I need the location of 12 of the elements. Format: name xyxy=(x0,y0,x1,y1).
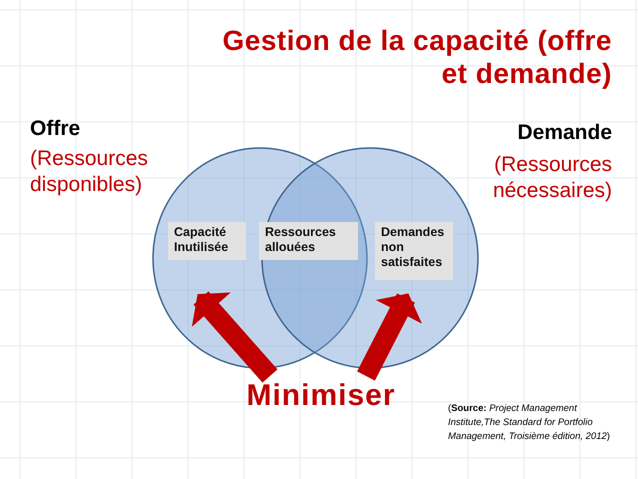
set-heading: Offre xyxy=(30,116,80,142)
action-label: Minimiser xyxy=(236,376,406,416)
set-subtitle: (Ressources disponibles) xyxy=(30,146,149,198)
region-label: Demandes non satisfaites xyxy=(375,222,453,280)
region-label: Capacité Inutilisée xyxy=(168,222,246,260)
title: Gestion de la capacité (offre et demande) xyxy=(222,24,612,90)
venn-circle xyxy=(262,148,478,368)
set-subtitle: (Ressources nécessaires) xyxy=(492,152,612,204)
set-heading: Demande xyxy=(517,120,612,146)
source-note: (Source: Project Management Institute,The Standard for Portfolio Management, Troisième édition, 2012) xyxy=(448,402,611,444)
block-arrow xyxy=(357,293,422,381)
region-label: Ressources allouées xyxy=(259,222,358,260)
